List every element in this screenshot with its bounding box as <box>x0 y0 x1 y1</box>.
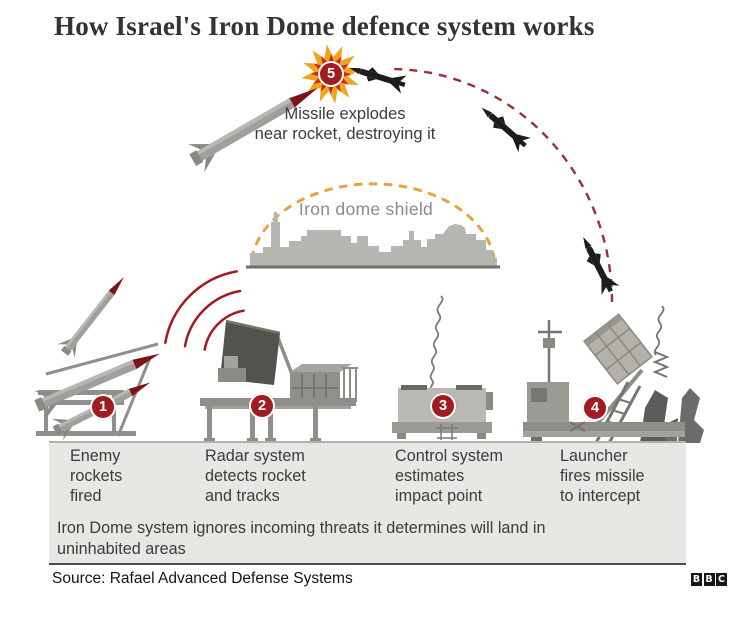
interception-caption: Missile explodes near rocket, destroying… <box>254 105 436 144</box>
fired-enemy-rocket <box>56 270 133 360</box>
footnote: Iron Dome system ignores incoming threat… <box>57 519 546 558</box>
enemy-rocket-launcher <box>30 339 166 442</box>
interceptor-missile-launched <box>574 232 620 296</box>
step-badge-1: 1 <box>90 394 116 420</box>
radar-system-illustration <box>200 319 358 442</box>
page-title: How Israel's Iron Dome defence system wo… <box>54 11 595 41</box>
launcher-illustration <box>523 305 704 446</box>
dome-shield-label: Iron dome shield <box>298 199 434 219</box>
step-badge-3: 3 <box>430 393 456 419</box>
interceptor-missile-mid <box>475 100 532 153</box>
step-label-radar-system: Radar system detects rocket and tracks <box>205 447 306 505</box>
city-skyline <box>250 212 497 267</box>
step-label-control-system: Control system estimates impact point <box>395 447 503 505</box>
step-badge-2: 2 <box>249 393 275 419</box>
ground-band <box>49 441 686 565</box>
step-badge-4: 4 <box>582 395 608 421</box>
interceptor-trajectory-path <box>389 67 614 303</box>
bbc-logo: B B C <box>691 573 727 586</box>
step-badge-5: 5 <box>318 61 344 87</box>
step-label-enemy-rockets: Enemy rockets fired <box>70 447 123 505</box>
dome-arc <box>250 182 496 260</box>
step-label-launcher: Launcher fires missile to intercept <box>560 447 645 505</box>
source-credit: Source: Rafael Advanced Defense Systems <box>52 570 353 587</box>
iron-dome-shield <box>246 182 500 269</box>
interceptor-missile-top <box>346 58 408 94</box>
